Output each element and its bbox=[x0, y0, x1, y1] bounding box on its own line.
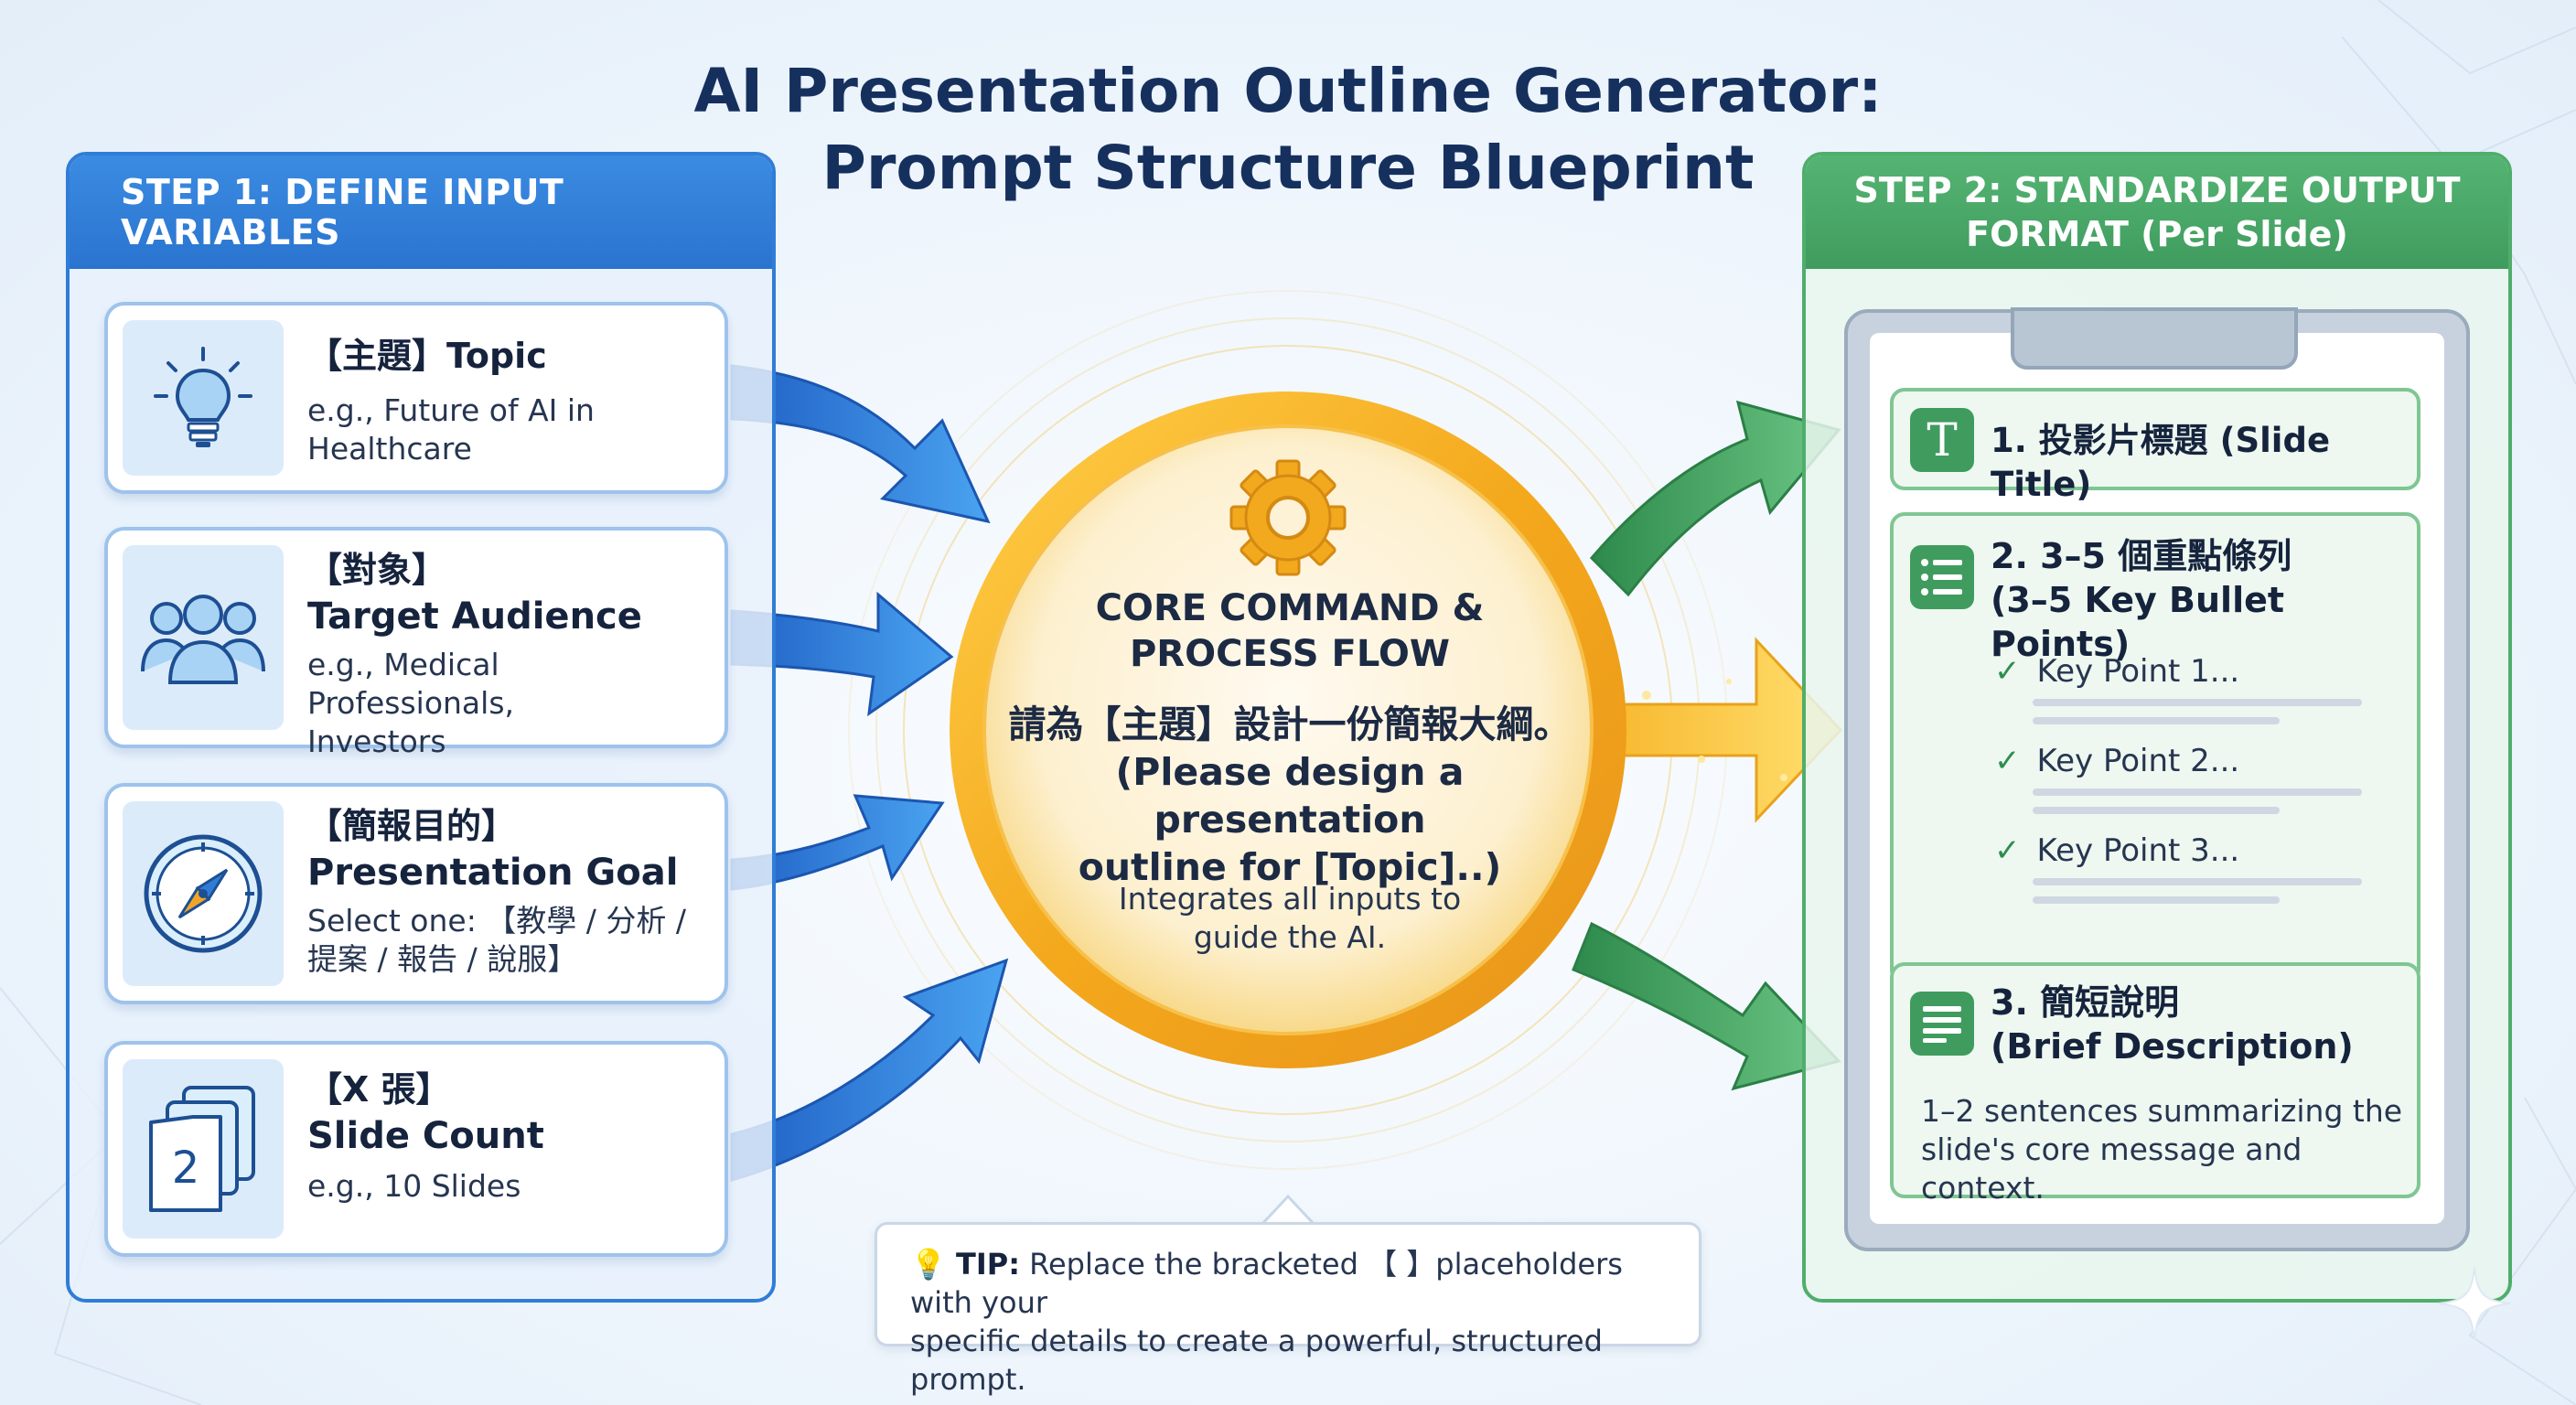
slide-count-icon-box: 2 bbox=[123, 1059, 284, 1239]
step2-header-2: FORMAT (Per Slide) bbox=[1966, 214, 2348, 254]
output-brief-description: 3. 簡短說明 (Brief Description) 1–2 sentence… bbox=[1890, 962, 2420, 1206]
topic-example: e.g., Future of AI in Healthcare bbox=[307, 392, 595, 467]
input-arrows bbox=[730, 364, 1009, 1182]
core-command-2: (Please design a presentation bbox=[1115, 750, 1465, 842]
output-bullet-points: 2. 3–5 個重點條列 (3–5 Key Bullet Points) ✓Ke… bbox=[1890, 512, 2420, 984]
step1-header: STEP 1: DEFINE INPUT VARIABLES bbox=[70, 156, 772, 269]
topic-icon-box bbox=[123, 320, 284, 476]
arrow-audience bbox=[730, 591, 954, 717]
core-command: 請為【主題】設計一份簡報大綱。 (Please design a present… bbox=[988, 701, 1592, 891]
goal-name: Presentation Goal bbox=[307, 852, 679, 894]
check-icon: ✓ bbox=[1994, 832, 2021, 869]
description-text: 1–2 sentences summarizing the slide's co… bbox=[1921, 1092, 2417, 1207]
slide-count-name: Slide Count bbox=[307, 1115, 544, 1157]
audience-text: 【對象】 Target Audience e.g., Medical Profe… bbox=[307, 547, 710, 761]
paragraph-icon bbox=[1910, 992, 1974, 1056]
key-point-1-line-2 bbox=[2033, 717, 2280, 724]
audience-name: Target Audience bbox=[307, 595, 642, 638]
goal-icon-box bbox=[123, 801, 284, 986]
input-card-audience: 【對象】 Target Audience e.g., Medical Profe… bbox=[104, 527, 728, 759]
slide-count-tag: 【X 張】 bbox=[307, 1069, 451, 1110]
tip-label: TIP: bbox=[956, 1247, 1020, 1282]
goal-example-1: Select one: 【教學 / 分析 / bbox=[307, 903, 687, 938]
arrow-slide-count bbox=[730, 958, 1009, 1182]
tip-text: 💡 TIP: Replace the bracketed 【 】placehol… bbox=[910, 1245, 1677, 1399]
key-point-3-line-2 bbox=[2033, 896, 2280, 904]
arrow-to-description bbox=[1572, 921, 1841, 1091]
key-point-3-line bbox=[2033, 878, 2362, 885]
tip-line-1-text: Replace the bracketed 【 】placeholders wi… bbox=[910, 1247, 1623, 1320]
core-note-1: Integrates all inputs to bbox=[1118, 881, 1462, 917]
core-disc bbox=[982, 424, 1594, 1035]
tip-pointer bbox=[1261, 1195, 1315, 1226]
goal-tag: 【簡報目的】 bbox=[307, 806, 517, 846]
description-title-2: (Brief Description) bbox=[1991, 1026, 2354, 1067]
input-card-slide-count: 2 【X 張】 Slide Count e.g., 10 Slides bbox=[104, 1041, 728, 1257]
core-note-2: guide the AI. bbox=[1193, 919, 1387, 955]
title-t-icon: T bbox=[1910, 408, 1974, 472]
bullets-title-1: 2. 3–5 個重點條列 bbox=[1991, 536, 2292, 576]
audience-tag: 【對象】 bbox=[307, 550, 447, 590]
bullets-title: 2. 3–5 個重點條列 (3–5 Key Bullet Points) bbox=[1991, 534, 2417, 666]
key-point-1-line bbox=[2033, 699, 2362, 706]
description-text-1: 1–2 sentences summarizing the bbox=[1921, 1093, 2403, 1129]
topic-label: 【主題】Topic bbox=[307, 336, 547, 376]
tip-line-2: specific details to create a powerful, s… bbox=[910, 1324, 1603, 1397]
goal-example-2: 提案 / 報告 / 說服】 bbox=[307, 941, 578, 977]
topic-text: 【主題】Topic e.g., Future of AI in Healthca… bbox=[307, 333, 710, 468]
list-icon bbox=[1910, 545, 1974, 609]
audience-example-2: Investors bbox=[307, 724, 446, 759]
core-command-3: outline for [Topic]..) bbox=[1078, 845, 1502, 889]
gear-icon bbox=[1229, 459, 1347, 576]
core-note: Integrates all inputs to guide the AI. bbox=[1070, 880, 1509, 957]
tip-line-1: 💡 TIP: Replace the bracketed 【 】placehol… bbox=[910, 1245, 1677, 1322]
description-text-2: slide's core message and context. bbox=[1921, 1132, 2302, 1206]
core-title: CORE COMMAND & PROCESS FLOW bbox=[1043, 585, 1537, 677]
input-card-topic: 【主題】Topic e.g., Future of AI in Healthca… bbox=[104, 302, 728, 494]
title-t-glyph: T bbox=[1927, 413, 1958, 467]
title-line-2: Prompt Structure Blueprint bbox=[821, 133, 1755, 203]
key-point-2-line bbox=[2033, 788, 2362, 796]
tip-box: 💡 TIP: Replace the bracketed 【 】placehol… bbox=[875, 1222, 1701, 1397]
people-icon bbox=[141, 595, 265, 684]
bulb-small-icon: 💡 bbox=[910, 1247, 947, 1282]
compass-icon bbox=[144, 834, 263, 953]
input-card-goal: 【簡報目的】 Presentation Goal Select one: 【教學… bbox=[104, 783, 728, 1004]
sparkle-icon bbox=[2437, 1266, 2512, 1341]
slide-count-text: 【X 張】 Slide Count e.g., 10 Slides bbox=[307, 1067, 710, 1206]
clipboard-clip bbox=[2011, 307, 2298, 370]
slide-title-label: 1. 投影片標題 (Slide Title) bbox=[1991, 421, 2331, 504]
check-icon: ✓ bbox=[1994, 743, 2021, 779]
bullets-title-2: (3–5 Key Bullet Points) bbox=[1991, 580, 2285, 664]
key-point-3: ✓Key Point 3... bbox=[1994, 832, 2240, 869]
slides-icon-number: 2 bbox=[172, 1142, 200, 1194]
description-title: 3. 簡短說明 (Brief Description) bbox=[1991, 981, 2354, 1068]
step2-header: STEP 2: STANDARDIZE OUTPUT FORMAT (Per S… bbox=[1806, 156, 2508, 269]
step2-header-1: STEP 2: STANDARDIZE OUTPUT bbox=[1853, 170, 2461, 210]
core-title-1: CORE COMMAND & bbox=[1095, 587, 1485, 629]
page-title: AI Presentation Outline Generator: Promp… bbox=[0, 53, 2576, 207]
arrow-topic bbox=[730, 364, 991, 524]
slides-icon: 2 bbox=[149, 1086, 255, 1212]
key-point-1: ✓Key Point 1... bbox=[1994, 653, 2240, 690]
audience-example-1: e.g., Medical Professionals, bbox=[307, 647, 515, 721]
goal-text: 【簡報目的】 Presentation Goal Select one: 【教學… bbox=[307, 803, 710, 979]
lightbulb-icon bbox=[154, 347, 252, 447]
description-title-1: 3. 簡短說明 bbox=[1991, 982, 2180, 1023]
core-title-2: PROCESS FLOW bbox=[1129, 633, 1451, 675]
audience-icon-box bbox=[123, 545, 284, 730]
slide-count-example: e.g., 10 Slides bbox=[307, 1168, 521, 1204]
title-line-1: AI Presentation Outline Generator: bbox=[693, 56, 1883, 126]
sparkles bbox=[1642, 679, 1787, 781]
arrow-goal bbox=[730, 794, 945, 891]
key-point-2-line-2 bbox=[2033, 807, 2280, 814]
check-icon: ✓ bbox=[1994, 653, 2021, 690]
key-point-2: ✓Key Point 2... bbox=[1994, 743, 2240, 779]
output-slide-title: T 1. 投影片標題 (Slide Title) bbox=[1890, 388, 2420, 504]
core-command-1: 請為【主題】設計一份簡報大綱。 bbox=[1008, 702, 1572, 746]
